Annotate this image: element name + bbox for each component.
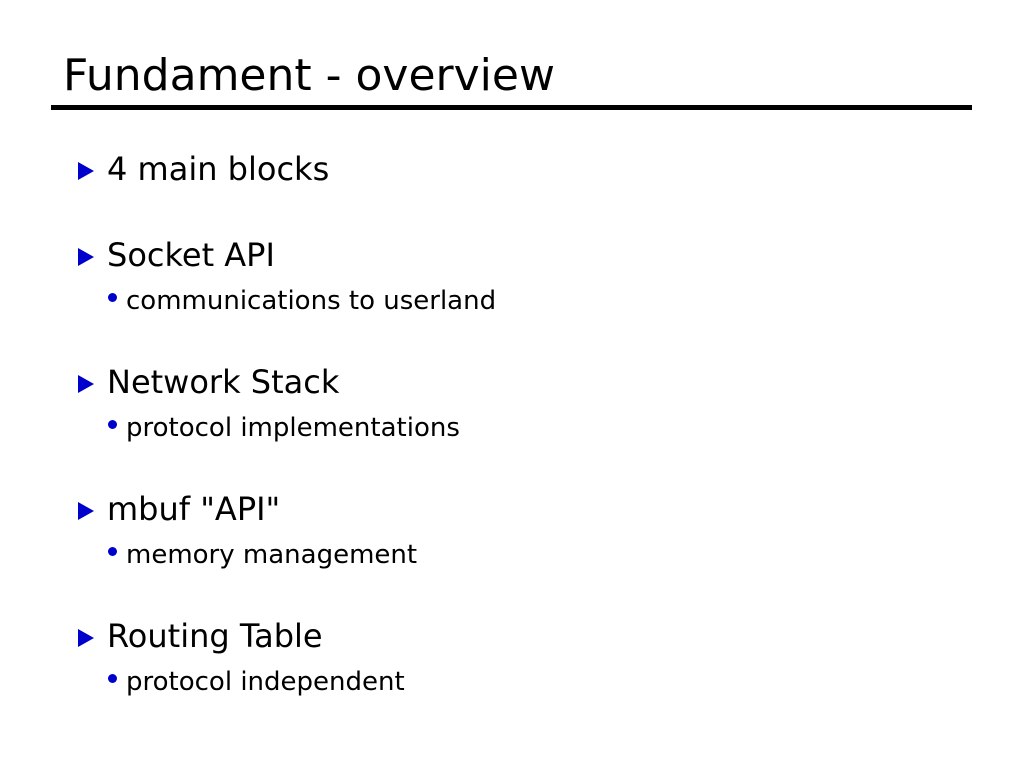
outline-item-level1: Socket API <box>78 235 978 279</box>
triangle-right-icon <box>78 364 107 404</box>
outline-subitem-label: memory management <box>126 540 418 570</box>
outline-item-level1: Network Stack <box>78 362 978 406</box>
outline-subitem-label: communications to userland <box>126 286 497 316</box>
outline-item-label: Socket API <box>107 236 275 274</box>
outline-subitem-label: protocol independent <box>126 667 405 697</box>
outline-item-level1: mbuf "API" <box>78 489 978 533</box>
triangle-right-icon <box>78 151 107 191</box>
title-underline-rule <box>51 105 972 110</box>
outline-item-level2: memory management <box>108 537 978 574</box>
outline-group: 4 main blocks <box>78 149 978 193</box>
outline-item-label: 4 main blocks <box>107 150 330 188</box>
triangle-right-icon <box>78 237 107 277</box>
dot-icon <box>108 662 126 698</box>
outline-subitem-label: protocol implementations <box>126 413 460 443</box>
outline-item-level1: Routing Table <box>78 616 978 660</box>
slide-title-block: Fundament - overview <box>51 48 972 110</box>
outline-item-level2: protocol implementations <box>108 410 978 447</box>
triangle-right-icon <box>78 491 107 531</box>
outline-group: Socket API communications to userland <box>78 235 978 320</box>
dot-icon <box>108 281 126 317</box>
outline-group: Routing Table protocol independent <box>78 616 978 701</box>
outline-item-label: Routing Table <box>107 617 323 655</box>
outline-group: mbuf "API" memory management <box>78 489 978 574</box>
slide-body-outline: 4 main blocks Socket API communications … <box>78 149 978 701</box>
outline-item-level2: communications to userland <box>108 283 978 320</box>
outline-item-label: mbuf "API" <box>107 490 281 528</box>
outline-item-level2: protocol independent <box>108 664 978 701</box>
outline-group: Network Stack protocol implementations <box>78 362 978 447</box>
dot-icon <box>108 408 126 444</box>
outline-item-label: Network Stack <box>107 363 340 401</box>
dot-icon <box>108 535 126 571</box>
page-title: Fundament - overview <box>63 50 555 101</box>
triangle-right-icon <box>78 618 107 658</box>
outline-item-level1: 4 main blocks <box>78 149 978 193</box>
